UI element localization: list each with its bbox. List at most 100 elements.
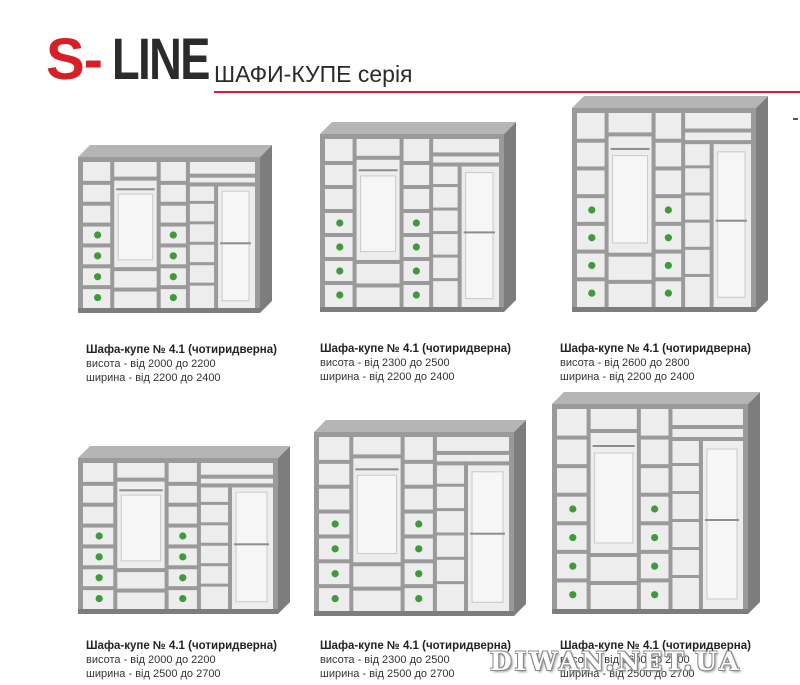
wardrobe-shelf xyxy=(402,559,435,564)
wardrobe-shelf xyxy=(325,185,355,189)
wardrobe-shelf xyxy=(158,201,188,206)
product-height: висота - від 2000 до 2200 xyxy=(86,358,216,370)
product-caption-1: Шафа-купе № 4.1 (чотиридверна) висота - … xyxy=(86,343,277,385)
product-title: Шафа-купе № 4.1 (чотиридверна) xyxy=(560,640,751,652)
product-width: ширина - від 2200 до 2400 xyxy=(320,371,455,383)
wardrobe-shelf xyxy=(115,477,167,482)
wardrobe-shelf xyxy=(187,221,217,225)
wardrobe-shelf xyxy=(434,581,467,585)
drawer-knob-icon xyxy=(588,261,596,270)
drawer-knob-icon xyxy=(94,273,102,281)
wardrobe-partition xyxy=(113,463,118,609)
wardrobe-shelf xyxy=(351,562,403,567)
wardrobe-shelf xyxy=(325,161,355,165)
wardrobe-shelf xyxy=(653,194,684,199)
wardrobe-shelf xyxy=(683,165,712,169)
product-height: висота - від 2600 до 2800 xyxy=(560,654,690,666)
wardrobe-shelf xyxy=(402,584,435,589)
wardrobe-shelf xyxy=(670,575,701,578)
wardrobe-shelf xyxy=(401,209,432,213)
wardrobe-shelf xyxy=(683,140,751,145)
wardrobe-shelf xyxy=(557,492,589,497)
wardrobe-shelf xyxy=(638,435,671,440)
drawer-knob-icon xyxy=(95,594,103,603)
wardrobe-shelf xyxy=(653,249,684,254)
wardrobe-partition xyxy=(432,437,437,611)
drawer-knob-icon xyxy=(331,570,339,578)
wardrobe-shelf xyxy=(638,549,671,554)
drawer-knob-icon xyxy=(664,206,672,214)
wardrobe-shelf xyxy=(401,233,432,237)
wardrobe-illustration-2 xyxy=(320,122,516,312)
header-rule xyxy=(214,91,800,93)
wardrobe-shelf xyxy=(653,166,684,171)
wardrobe-shelf xyxy=(83,222,113,227)
wardrobe-partition xyxy=(698,437,703,609)
wardrobe-shelf xyxy=(83,180,113,185)
drawer-knob-icon xyxy=(179,574,187,582)
drawer-knob-icon xyxy=(94,293,102,302)
product-caption-5: Шафа-купе № 4.1 (чотиридверна) висота - … xyxy=(320,639,511,681)
wardrobe-shelf xyxy=(112,287,159,292)
drawer-knob-icon xyxy=(179,594,187,603)
wardrobe-shelf xyxy=(670,437,743,441)
wardrobe-shelf xyxy=(198,483,273,488)
wardrobe-side xyxy=(756,96,768,312)
wardrobe-shelf xyxy=(198,583,231,587)
product-title: Шафа-купе № 4.1 (чотиридверна) xyxy=(86,344,277,356)
wardrobe-shelf xyxy=(166,544,199,549)
wardrobe-shelf xyxy=(557,464,589,469)
drawer-knob-icon xyxy=(651,533,659,542)
hanging-space xyxy=(465,172,494,300)
drawer-knob-icon xyxy=(412,291,420,299)
hanging-rail xyxy=(119,489,163,492)
wardrobe-side xyxy=(260,145,272,313)
drawer-knob-icon xyxy=(588,234,596,242)
wardrobe-shelf xyxy=(319,584,352,589)
wardrobe-partition xyxy=(668,409,673,609)
wardrobe-shelf xyxy=(653,277,684,282)
hanging-space xyxy=(471,471,504,603)
wardrobe-partition xyxy=(164,463,169,609)
hanging-space xyxy=(221,190,250,302)
wardrobe-plinth xyxy=(78,308,260,313)
wardrobe-shelf xyxy=(319,559,352,564)
wardrobe-shelf xyxy=(588,429,639,433)
drawer-knob-icon xyxy=(651,505,659,513)
wardrobe-shelf xyxy=(638,492,671,497)
drawer-knob-icon xyxy=(95,553,103,561)
wardrobe-partition xyxy=(457,162,462,307)
wardrobe-side xyxy=(748,392,760,614)
hanging-space xyxy=(356,474,398,555)
hanging-rail xyxy=(358,169,398,172)
wardrobe-shelf xyxy=(577,138,607,143)
product-caption-6: Шафа-купе № 4.1 (чотиридверна) висота - … xyxy=(560,639,751,681)
wardrobe-shelf xyxy=(319,484,352,489)
wardrobe-illustration-4 xyxy=(78,446,290,614)
wardrobe-illustration-5 xyxy=(314,420,526,616)
hanging-rail xyxy=(592,445,635,447)
wardrobe-shelf xyxy=(198,563,231,567)
drawer-knob-icon xyxy=(336,267,344,275)
hanging-space xyxy=(612,155,649,244)
hanging-rail xyxy=(116,188,155,191)
wardrobe-shelf xyxy=(351,586,403,591)
drawer-knob-icon xyxy=(169,231,177,239)
wardrobe-shelf xyxy=(653,138,684,143)
product-height: висота - від 2300 до 2500 xyxy=(320,654,450,666)
wardrobe-side xyxy=(504,122,516,312)
wardrobe-shelf xyxy=(166,502,199,507)
product-width: ширина - від 2500 до 2700 xyxy=(320,668,455,680)
hanging-space xyxy=(120,494,162,562)
wardrobe-shelf xyxy=(434,556,467,560)
wardrobe-shelf xyxy=(83,243,113,248)
drawer-knob-icon xyxy=(336,291,344,299)
wardrobe-shelf xyxy=(158,264,188,269)
wardrobe-shelf xyxy=(325,257,355,261)
product-title: Шафа-купе № 4.1 (чотиридверна) xyxy=(560,343,751,355)
wardrobe-top xyxy=(320,122,516,134)
wardrobe-shelf xyxy=(83,586,116,591)
edge-mark xyxy=(793,118,798,120)
hanging-rail xyxy=(715,219,747,222)
wardrobe-shelf xyxy=(401,185,432,189)
